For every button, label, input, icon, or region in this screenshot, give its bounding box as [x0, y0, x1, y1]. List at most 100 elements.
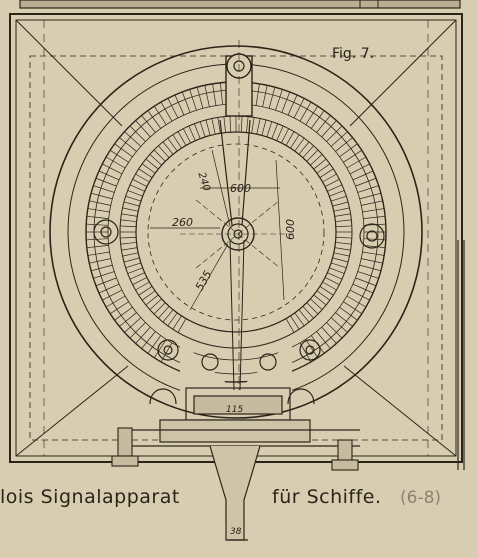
scale-tick — [127, 267, 143, 274]
scale-tick — [147, 110, 153, 118]
scale-tick — [191, 96, 197, 111]
scale-tick — [141, 290, 156, 301]
scale-tick — [120, 219, 137, 222]
scale-tick — [152, 335, 162, 348]
scale-tick — [162, 309, 174, 323]
scale-tick — [167, 137, 178, 152]
scale-tick — [359, 264, 374, 270]
scale-tick — [326, 131, 337, 142]
scale-tick — [121, 247, 138, 251]
scale-tick — [114, 143, 122, 149]
scale-tick — [129, 125, 136, 132]
scale-tick — [91, 192, 99, 196]
caption-reference: (6-8) — [400, 488, 442, 508]
scale-tick — [130, 317, 142, 328]
scale-tick — [373, 268, 381, 272]
dimension-600-top: 600 — [230, 182, 251, 195]
scale-tick — [302, 145, 314, 158]
scale-tick — [281, 99, 288, 113]
scale-tick — [240, 116, 243, 133]
scale-tick — [98, 194, 113, 200]
scale-tick — [194, 123, 201, 139]
scale-tick — [145, 158, 159, 170]
scale-tick — [339, 148, 352, 158]
scale-tick — [100, 271, 115, 277]
scale-tick — [119, 137, 126, 143]
scale-tick — [361, 258, 375, 262]
scale-tick — [256, 118, 261, 135]
scale-tick — [305, 339, 314, 352]
scale-tick — [302, 306, 314, 319]
scale-tick — [106, 283, 120, 291]
scale-tick — [177, 318, 187, 333]
scale-tick — [158, 306, 170, 319]
scale-tick — [335, 225, 352, 228]
scale-tick — [319, 286, 334, 296]
scale-tick — [98, 289, 107, 294]
scale-tick — [177, 102, 185, 116]
scale-tick — [255, 91, 259, 106]
scale-tick — [279, 89, 283, 98]
scale-tick — [357, 271, 372, 277]
scale-tick — [120, 148, 133, 158]
scale-tick — [310, 298, 323, 310]
scale-tick — [316, 331, 326, 343]
scale-tick — [95, 177, 104, 182]
scale-tick — [135, 337, 142, 344]
scale-tick — [332, 257, 349, 263]
scale-tick — [93, 275, 102, 279]
scale-tick — [324, 179, 340, 187]
scale-tick — [95, 251, 110, 255]
scale-tick — [272, 87, 276, 95]
scale-tick — [120, 225, 137, 228]
scale-tick — [316, 121, 326, 133]
scale-tick — [109, 167, 123, 175]
scale-tick — [374, 200, 383, 203]
scale-tick — [135, 322, 146, 333]
scale-tick — [98, 264, 113, 270]
scale-tick — [321, 126, 332, 138]
scale-tick — [343, 154, 356, 163]
scale-tick — [172, 315, 182, 330]
scale-tick — [204, 85, 207, 94]
scale-tick — [329, 190, 345, 197]
scale-tick — [188, 125, 196, 141]
caption-right: für Schiffe. — [272, 486, 382, 508]
scale-tick — [330, 136, 342, 147]
top-lever-arm — [225, 40, 253, 390]
scale-tick — [125, 262, 142, 269]
scale-tick — [298, 141, 310, 155]
scale-tick — [129, 272, 145, 280]
scale-tick — [158, 112, 167, 125]
scale-tick — [313, 294, 327, 306]
scale-tick — [120, 236, 137, 239]
scale-tick — [298, 309, 310, 323]
scale-tick — [335, 312, 347, 322]
scale-tick — [376, 208, 385, 211]
scale-tick — [86, 246, 95, 249]
scale-tick — [276, 125, 284, 141]
scale-tick — [122, 252, 139, 257]
scale-tick — [140, 326, 151, 338]
scale-tick — [172, 134, 182, 149]
scale-tick — [359, 194, 374, 200]
scale-tick — [135, 281, 150, 291]
scale-tick — [294, 137, 305, 152]
figure-label: Fig. 7. — [332, 46, 374, 62]
scale-tick — [120, 306, 133, 316]
scale-tick — [103, 277, 117, 284]
scale-tick — [154, 106, 159, 114]
scale-tick — [326, 322, 337, 333]
scale-tick — [349, 289, 363, 297]
scale-tick — [357, 187, 372, 193]
scale-tick — [330, 120, 337, 127]
scale-tick — [132, 179, 148, 187]
scale-tick — [370, 275, 379, 279]
scale-tick — [105, 302, 114, 308]
scale-tick — [321, 326, 332, 338]
scale-tick — [102, 163, 110, 168]
scale-tick — [141, 342, 147, 349]
lower-housing — [120, 387, 360, 541]
